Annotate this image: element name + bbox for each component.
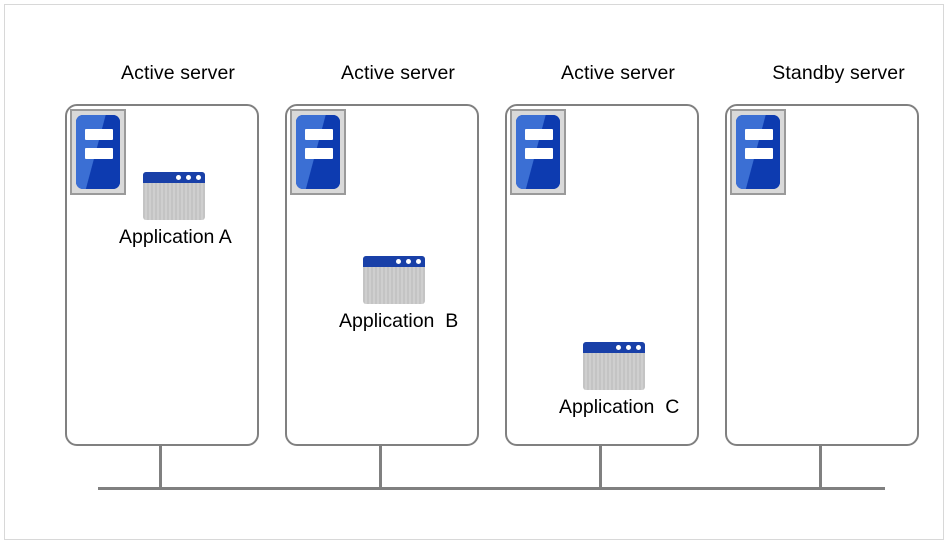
server-slot-bar (745, 129, 773, 140)
server-slot-bar (85, 129, 113, 140)
server-icon (730, 109, 786, 195)
application-window-icon (143, 172, 205, 220)
server-network-connector-1 (159, 444, 162, 488)
window-dot-icon (626, 345, 631, 350)
server-role-label-4: Standby server (772, 62, 905, 84)
window-titlebar (363, 256, 425, 267)
server-column-4: Standby server Server 4 (725, 0, 919, 544)
window-dot-icon (636, 345, 641, 350)
window-dot-icon (186, 175, 191, 180)
window-dot-icon (196, 175, 201, 180)
server-network-connector-4 (819, 444, 822, 488)
server-role-label-1: Active server (121, 62, 236, 84)
window-dot-icon (406, 259, 411, 264)
network-bus-line (98, 487, 885, 490)
server-network-connector-3 (599, 444, 602, 488)
window-dot-icon (616, 345, 621, 350)
server-slot-bar (85, 148, 113, 159)
application-label: Application A (119, 226, 232, 248)
application-label: Application C (559, 396, 680, 418)
server-role-label-3: Active server (561, 62, 676, 84)
server-slot-bar (525, 148, 553, 159)
server-chassis (736, 115, 780, 189)
application-group-3[interactable]: Application C (559, 342, 680, 419)
server-box-1[interactable]: Application A (65, 104, 259, 446)
server-box-4[interactable] (725, 104, 919, 446)
server-chassis (76, 115, 120, 189)
window-dot-icon (416, 259, 421, 264)
server-chassis (516, 115, 560, 189)
server-slot-bar (305, 148, 333, 159)
server-box-2[interactable]: Application B (285, 104, 479, 446)
server-icon (290, 109, 346, 195)
server-chassis (296, 115, 340, 189)
window-titlebar (143, 172, 205, 183)
application-label: Application B (339, 310, 459, 332)
window-titlebar (583, 342, 645, 353)
server-slot-bar (305, 129, 333, 140)
application-window-icon (583, 342, 645, 390)
application-group-1[interactable]: Application A (119, 172, 232, 249)
application-window-icon (363, 256, 425, 304)
server-slot-bar (745, 148, 773, 159)
server-icon (70, 109, 126, 195)
server-column-2: Active server Server 2 Applicatio (285, 0, 479, 544)
server-network-connector-2 (379, 444, 382, 488)
window-dot-icon (396, 259, 401, 264)
server-slot-bar (525, 129, 553, 140)
application-group-2[interactable]: Application B (339, 256, 459, 333)
server-box-3[interactable]: Application C (505, 104, 699, 446)
server-role-label-2: Active server (341, 62, 456, 84)
window-dot-icon (176, 175, 181, 180)
server-icon (510, 109, 566, 195)
server-column-1: Active server Server 1 Applicatio (65, 0, 259, 544)
server-column-3: Active server Server 3 Applicatio (505, 0, 699, 544)
